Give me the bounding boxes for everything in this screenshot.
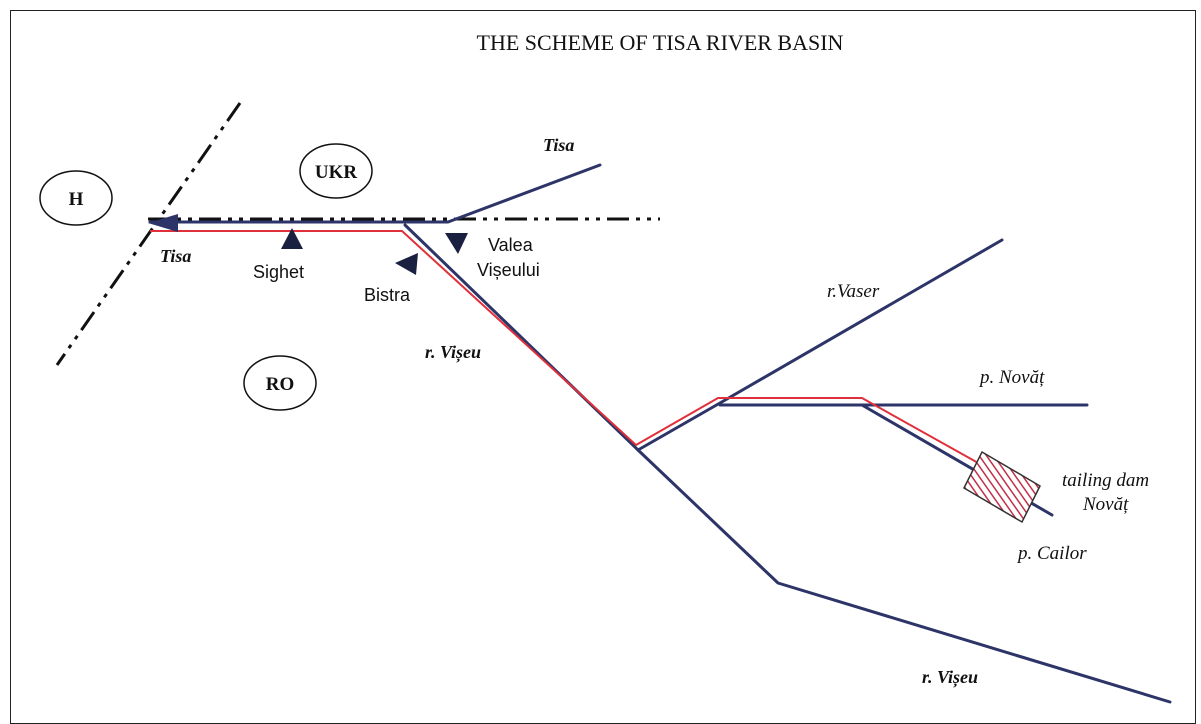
label-valea: Valea: [488, 235, 534, 255]
label-cailor: p. Cailor: [1016, 543, 1087, 564]
label-viseu-lower: r. Vișeu: [922, 667, 978, 688]
page-title: THE SCHEME OF TISA RIVER BASIN: [477, 30, 844, 55]
tailing-dam-icon: [963, 450, 1041, 524]
label-novat: p. Novăț: [978, 367, 1045, 388]
border-hu-ro: [55, 102, 242, 366]
pollution-path: [150, 230, 981, 465]
label-tisa-lower: Tisa: [160, 246, 191, 266]
region-romania-circle: [243, 355, 317, 411]
label-bistra: Bistra: [364, 285, 411, 305]
river-viseu: [403, 223, 1172, 704]
region-romania-label: RO: [266, 374, 295, 395]
label-sighet: Sighet: [253, 262, 304, 282]
label-tisa-upper: Tisa: [543, 135, 574, 155]
station-bistra-icon: [395, 253, 418, 275]
river-tisa-main: [148, 163, 602, 224]
label-vaser: r.Vaser: [827, 281, 880, 302]
label-tailing-dam: tailing dam: [1062, 470, 1149, 491]
region-hungary-label: H: [69, 189, 84, 210]
label-viseului: Vișeului: [477, 260, 540, 280]
diagram-frame: [10, 10, 1196, 724]
station-valea-viseului-icon: [445, 233, 468, 254]
label-viseu-mid: r. Vișeu: [425, 342, 481, 363]
river-vaser: [636, 238, 1004, 452]
station-sighet-icon: [281, 228, 303, 249]
flow-arrow-icon: [148, 214, 178, 232]
region-ukraine-label: UKR: [315, 162, 358, 183]
region-ukraine-circle: [299, 143, 373, 199]
label-novat-dam: Novăț: [1082, 494, 1129, 515]
region-hungary-circle: [39, 170, 113, 226]
